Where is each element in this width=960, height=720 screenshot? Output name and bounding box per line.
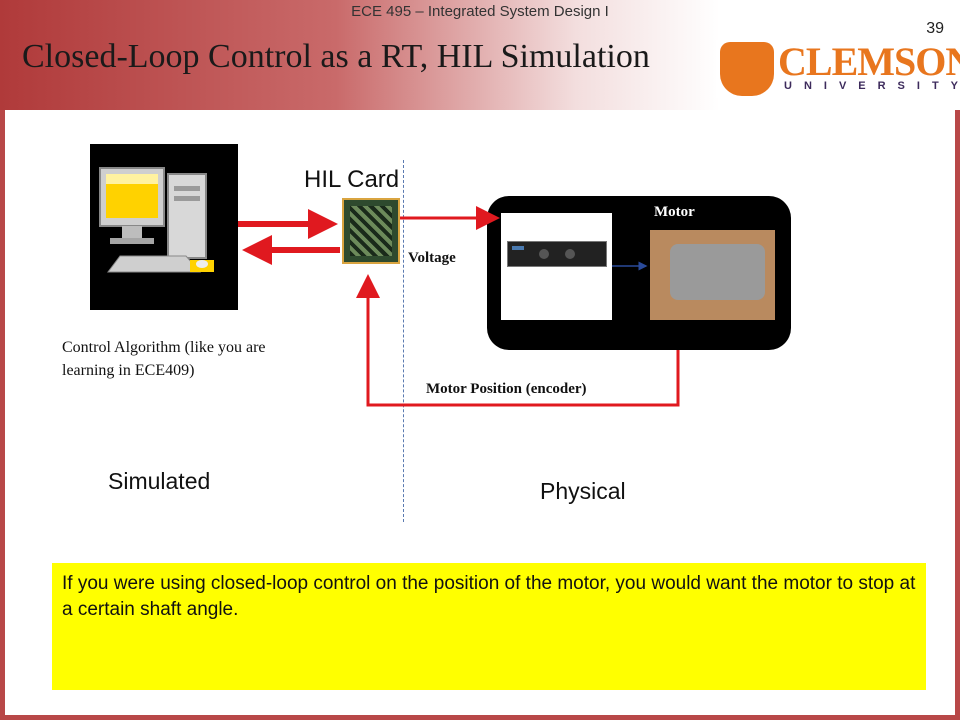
hil-card-label: HIL Card: [304, 166, 400, 193]
simulated-physical-divider: [403, 160, 404, 522]
amplifier-device: [507, 241, 607, 267]
amplifier-label: Amplifier: [507, 300, 582, 320]
computer-icon: [90, 144, 238, 310]
course-title: ECE 495 – Integrated System Design I: [351, 3, 609, 20]
voltage-label: Voltage: [408, 250, 456, 266]
note-box: If you were using closed-loop control on…: [52, 563, 926, 690]
logo-subtitle: UNIVERSITY: [784, 80, 960, 92]
motor-body: [670, 244, 765, 300]
simulated-label: Simulated: [108, 468, 211, 494]
control-algorithm-text: Control Algorithm (like you are learning…: [62, 339, 266, 379]
logo-wordmark: CLEMSON: [778, 39, 960, 84]
motor-label: Motor: [654, 204, 695, 220]
encoder-feedback-line: [356, 274, 680, 407]
tiger-paw-icon: [720, 42, 774, 96]
slide-number: 39: [926, 20, 944, 37]
encoder-label: Motor Position (encoder): [426, 381, 587, 397]
hil-card-image: [342, 198, 400, 264]
physical-label: Physical: [540, 478, 626, 504]
clemson-logo: CLEMSON UNIVERSITY: [716, 40, 960, 98]
slide-header: ECE 495 – Integrated System Design I 39 …: [0, 0, 960, 110]
slide-title: Closed-Loop Control as a RT, HIL Simulat…: [22, 38, 650, 75]
